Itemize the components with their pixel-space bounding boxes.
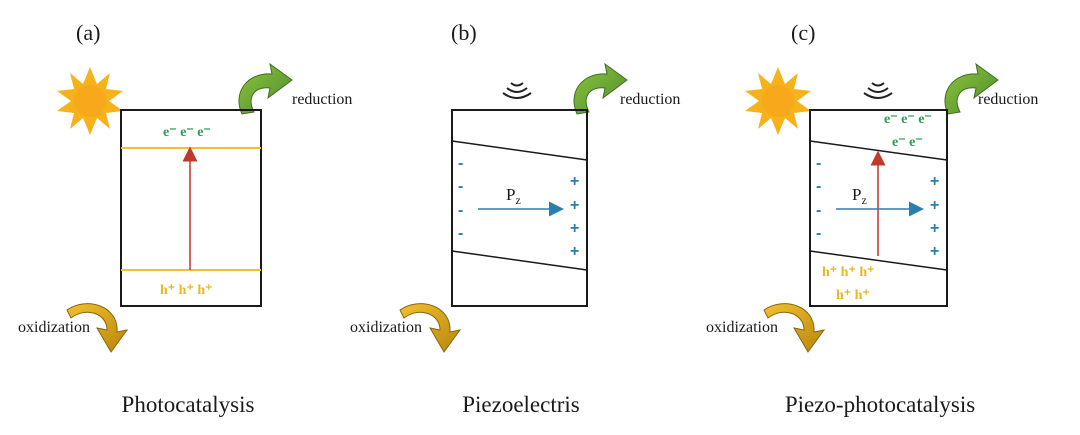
reduction-label-c: reduction <box>978 91 1038 108</box>
positive-charge: + <box>570 173 579 190</box>
negative-charge: - <box>816 202 821 219</box>
negative-charge: - <box>816 155 821 172</box>
reduction-label-b: reduction <box>620 91 680 108</box>
upper-boundary-b <box>451 140 588 161</box>
panel-a-label: (a) <box>76 20 100 45</box>
positive-charge: + <box>570 243 579 260</box>
positive-charge: + <box>930 197 939 214</box>
piezo-box-b <box>451 109 588 307</box>
lower-boundary-b <box>451 250 588 271</box>
panel-c-label: (c) <box>791 20 815 45</box>
positive-charge: + <box>930 220 939 237</box>
electrons-c-row1: e⁻ e⁻ e⁻ <box>884 112 932 127</box>
oxidization-label-a: oxidization <box>18 319 90 336</box>
reduction-label-a: reduction <box>292 91 352 108</box>
upper-boundary-c <box>809 140 948 161</box>
negative-charge: - <box>458 202 463 219</box>
negative-charge: - <box>458 155 463 172</box>
lower-boundary-c <box>809 250 948 271</box>
sun-icon <box>745 67 811 135</box>
semiconductor-box-a <box>120 109 262 307</box>
oxidization-label-b: oxidization <box>350 319 422 336</box>
curved-arrow-icon <box>238 63 293 115</box>
positive-charge: + <box>570 220 579 237</box>
negative-charge: - <box>458 178 463 195</box>
positive-charge: + <box>570 197 579 214</box>
positive-charge: + <box>930 243 939 260</box>
holes-c-row1: h⁺ h⁺ h⁺ <box>822 265 875 280</box>
caption-c: Piezo-photocatalysis <box>785 392 975 417</box>
sound-wave-icon <box>502 82 532 99</box>
panel-b-label: (b) <box>451 20 477 45</box>
electrons-c-row2: e⁻ e⁻ <box>892 135 923 150</box>
electrons-a: e⁻ e⁻ e⁻ <box>163 125 211 140</box>
holes-a: h⁺ h⁺ h⁺ <box>160 283 213 298</box>
oxidization-label-c: oxidization <box>706 319 778 336</box>
polarization-label-b: Pz <box>506 185 521 207</box>
piezo-photo-box-c <box>809 109 948 307</box>
negative-charge: - <box>816 178 821 195</box>
caption-a: Photocatalysis <box>122 392 255 417</box>
caption-b: Piezoelectris <box>462 392 580 417</box>
negative-charge: - <box>816 225 821 242</box>
negative-charge: - <box>458 225 463 242</box>
sound-wave-icon <box>863 82 893 99</box>
sun-icon <box>57 67 123 135</box>
holes-c-row2: h⁺ h⁺ <box>836 288 870 303</box>
polarization-label-c: Pz <box>852 185 867 207</box>
positive-charge: + <box>930 173 939 190</box>
